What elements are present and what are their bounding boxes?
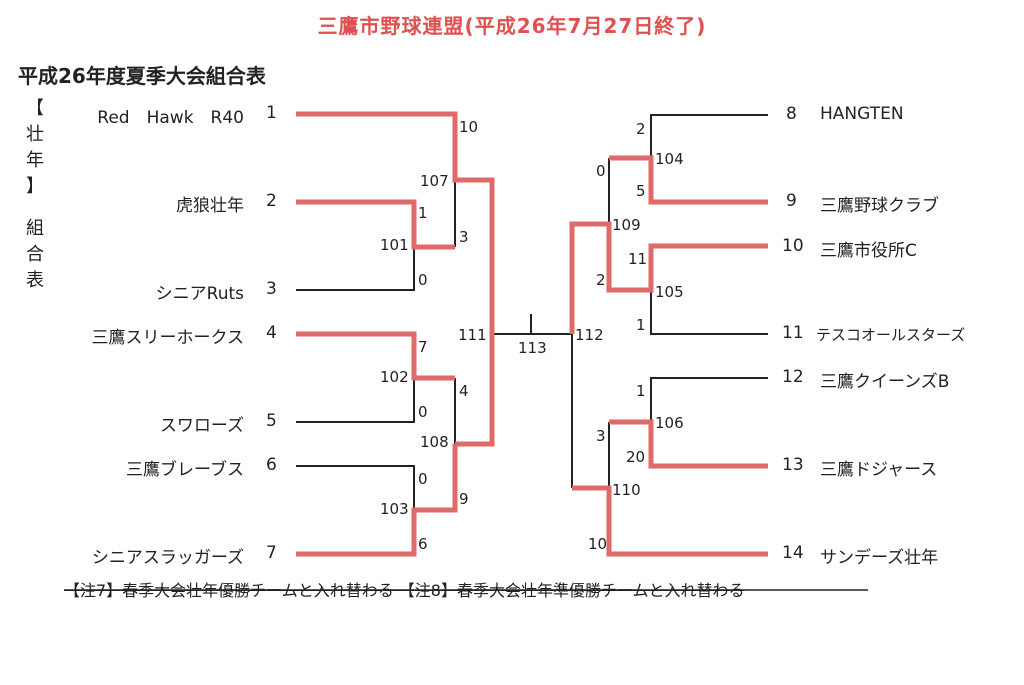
team-name: 三鷹スリーホークス	[91, 328, 245, 348]
team-seed: 12	[782, 367, 804, 387]
side-label-char: 合	[26, 244, 44, 265]
game-number: 101	[380, 236, 409, 254]
score: 1	[636, 316, 646, 334]
score: 0	[418, 470, 428, 488]
team-name: HANGTEN	[820, 104, 904, 124]
team-seed: 9	[786, 191, 797, 211]
bracket-line	[650, 290, 768, 335]
team-seed: 6	[266, 455, 277, 475]
side-label-char: 年	[26, 150, 44, 171]
team-seed: 10	[782, 236, 804, 256]
score: 9	[459, 490, 469, 508]
game-number: 106	[655, 414, 684, 432]
winner-path	[296, 199, 455, 250]
game-number: 107	[420, 172, 449, 190]
side-label-char: 組	[26, 218, 44, 239]
score: 3	[596, 427, 606, 445]
team-seed: 3	[266, 279, 277, 299]
score: 0	[418, 403, 428, 421]
team-name: シニアスラッガーズ	[91, 548, 244, 568]
team-name: サンデーズ壮年	[820, 548, 939, 568]
game-number: 103	[380, 500, 409, 518]
game-number: 109	[612, 216, 641, 234]
score: 1	[636, 382, 646, 400]
team-name: Red Hawk R40	[97, 108, 244, 128]
team-seed: 7	[266, 543, 277, 563]
team-seed: 11	[782, 323, 804, 343]
game-number: 113	[518, 339, 547, 357]
bracket-line	[296, 465, 415, 510]
score: 4	[459, 382, 469, 400]
game-number: 105	[655, 283, 684, 301]
bracket-line	[650, 377, 768, 422]
score: 2	[636, 120, 646, 138]
score: 1	[418, 204, 428, 222]
page-title: 三鷹市野球連盟(平成26年7月27日終了)	[317, 14, 707, 38]
score: 0	[596, 162, 606, 180]
bracket-subtitle: 平成26年度夏季大会組合表	[18, 64, 266, 88]
score: 10	[459, 118, 479, 136]
team-name: スワローズ	[159, 416, 244, 436]
notes-text: 【注7】春季大会壮年優勝チームと入れ替わる 【注8】春季大会壮年準優勝チームと入…	[64, 581, 745, 600]
score: 7	[418, 338, 428, 356]
game-number: 110	[612, 481, 641, 499]
team-name: 三鷹野球クラブ	[820, 196, 939, 216]
team-seed: 14	[782, 543, 804, 563]
game-number: 102	[380, 368, 409, 386]
team-name: テスコオールスターズ	[816, 326, 966, 344]
bracket-line	[650, 114, 768, 158]
team-seed: 4	[266, 323, 277, 343]
winner-path	[296, 111, 495, 447]
notes: 【注7】春季大会壮年優勝チームと入れ替わる 【注8】春季大会壮年準優勝チームと入…	[64, 577, 745, 601]
winner-path	[609, 155, 768, 205]
score: 6	[418, 535, 428, 553]
bracket-line	[296, 247, 415, 291]
game-number: 111	[458, 326, 487, 344]
game-number: 108	[420, 433, 449, 451]
game-number: 112	[575, 326, 604, 344]
winner-path	[609, 419, 768, 469]
side-label-char: 【	[26, 98, 44, 119]
side-label-char: 表	[26, 270, 44, 291]
side-label-char: 壮	[26, 124, 44, 145]
team-seed: 2	[266, 191, 277, 211]
score: 2	[596, 271, 606, 289]
team-name: 三鷹ドジャース	[820, 460, 938, 480]
bracket-line	[296, 378, 415, 423]
score: 20	[626, 448, 646, 466]
side-label-char: 】	[26, 176, 44, 197]
score: 10	[588, 535, 608, 553]
team-seed: 5	[266, 411, 277, 431]
winner-path	[296, 331, 455, 381]
team-name: 三鷹ブレーブス	[126, 460, 244, 480]
team-name: 三鷹クイーンズB	[820, 372, 950, 392]
game-number: 104	[655, 150, 684, 168]
team-name: シニアRuts	[155, 284, 244, 304]
team-seed: 1	[266, 103, 277, 123]
winner-path	[296, 444, 458, 557]
winner-path	[569, 221, 768, 334]
score: 3	[459, 228, 469, 246]
team-seed: 13	[782, 455, 804, 475]
team-name: 虎狼壮年	[176, 196, 244, 216]
team-name: 三鷹市役所C	[820, 241, 917, 261]
winner-path	[572, 485, 768, 557]
score: 0	[418, 271, 428, 289]
team-seed: 8	[786, 104, 797, 124]
score: 11	[628, 250, 648, 268]
score: 5	[636, 182, 646, 200]
